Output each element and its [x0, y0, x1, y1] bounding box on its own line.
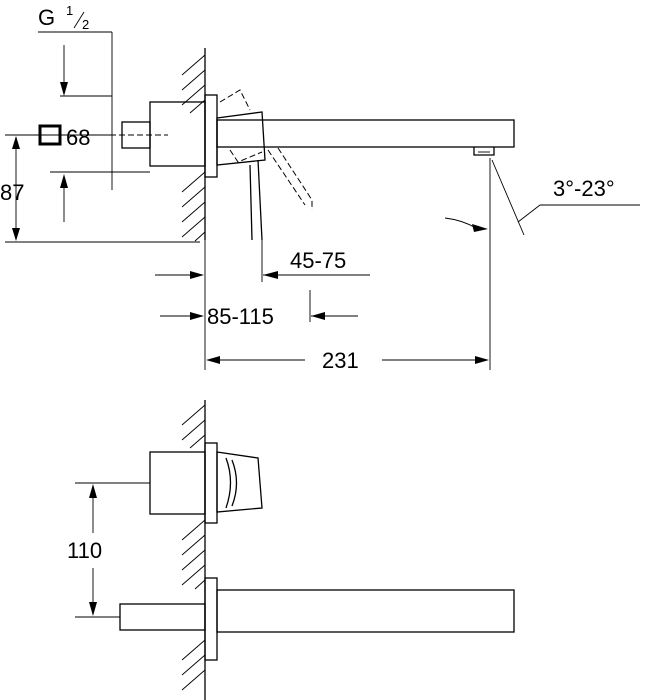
top-view: G 1 2 68 87: [0, 3, 640, 373]
spout-value: 231: [322, 348, 359, 373]
spout-side: [119, 577, 515, 661]
thread-den: 2: [82, 17, 89, 32]
wall-side: [181, 400, 206, 700]
wall-dimension: 85-115: [160, 240, 358, 370]
lever-dimension: 45-75: [155, 240, 370, 282]
side-height-dimension: 110: [67, 482, 150, 618]
angle-dimension: 3°-23°: [444, 159, 640, 236]
spout-dimension: 231: [206, 158, 491, 373]
cover-plate: [204, 94, 218, 178]
square-dimension: 68: [38, 124, 90, 150]
mixer-side: [149, 442, 263, 524]
concealed-body: [110, 101, 206, 167]
side-height-value: 110: [67, 538, 102, 563]
height-dimension: 87: [0, 134, 200, 243]
side-view: 110: [67, 400, 515, 700]
wall-top: [181, 48, 206, 242]
thread-label: G: [38, 5, 55, 30]
lever: [216, 89, 313, 241]
wall-value: 85-115: [207, 304, 274, 329]
lever-value: 45-75: [290, 248, 346, 273]
spout: [216, 119, 515, 156]
angle-value: 3°-23°: [553, 176, 615, 201]
thread-num: 1: [66, 3, 73, 18]
height-value: 87: [0, 180, 24, 205]
thread-dimension: G 1 2: [38, 3, 150, 222]
square-value: 68: [66, 125, 90, 150]
